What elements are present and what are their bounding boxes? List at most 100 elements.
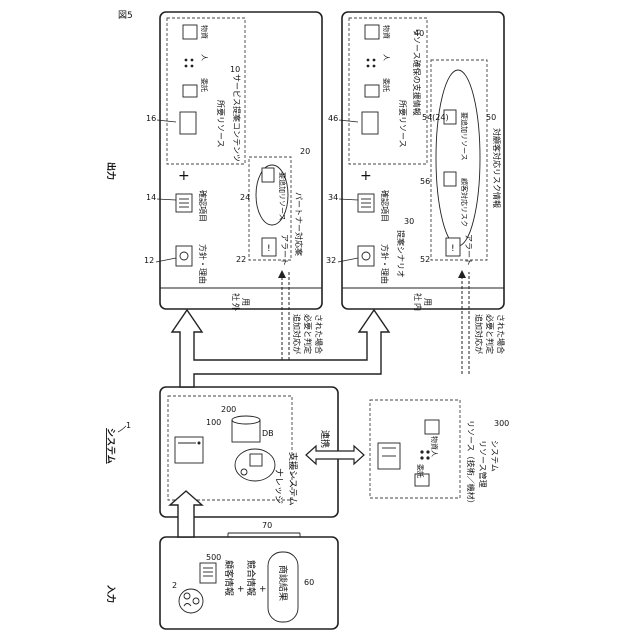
lead-system [118,426,126,432]
ext-partner-plan: パートナー対応案 [294,192,304,256]
int-policy-icon [358,246,374,266]
ref-rms: 300 [494,419,509,428]
ext-alert-icon: ! [262,238,276,256]
int-consign: 委託 [382,78,391,92]
ref-input-group: 70 [262,521,272,530]
system-label: システム [105,428,116,464]
person-icon [420,450,429,459]
ref-c54: 54(24) [422,113,449,122]
int-alert-icon: ! [446,238,460,256]
nego-result: 商談結果 [277,565,289,601]
ext-note-1: 追加対応が [292,314,302,354]
knowledge-title-1: ナレッジ [273,468,284,504]
input-label: 入力 [105,584,117,603]
ref-c46: 46 [328,114,338,123]
int-risk-icon [444,172,456,186]
ext-consign: 委託 [200,78,209,92]
system-to-output-arrow [172,310,389,387]
ext-note-3: された場合 [314,314,324,354]
int-risk-bubble [436,70,480,246]
int-check-icon [358,194,374,212]
input-plus-1: + [235,585,245,593]
input-plus-2: + [257,585,267,593]
customer-info: 顧客情報 [223,560,235,596]
knowledge-title-2: 支援システム [287,452,299,506]
int-tag-3: 用 [423,298,432,306]
output-label: 出力 [105,162,117,180]
ref-nego: 60 [304,578,314,587]
rm-goods: 物資 [430,436,439,450]
customer-icon [179,589,203,613]
ext-check-icon [176,194,192,212]
int-person: 人 [382,54,390,61]
int-tag-1: 社 [413,293,423,301]
ext-check: 確認項目 [198,190,208,222]
ext-goods: 物資 [200,25,209,39]
ref-c22: 22 [236,255,246,264]
ref-c50: 50 [486,113,496,122]
resource-server-icon [378,443,400,469]
rm-consign: 委託 [416,464,425,478]
ext-alert: アラート [280,234,289,266]
ext-add-resource: 要追加リソース [278,172,287,221]
int-policy: 方針・理由 [380,244,390,284]
ref-c14: 14 [146,193,156,202]
ref-document: 500 [206,553,221,562]
int-support-info: リソース確保の支援情報 [412,28,422,116]
int-scenario: 提案シナリオ [396,230,406,278]
ref-system: 1 [126,421,131,430]
ext-service-content: サービス提案コンテンツ [232,74,242,162]
knowledge-icon [235,449,275,481]
document-icon [200,563,216,583]
link-label: 連携 [319,430,331,448]
ext-tag-2: 外 [231,303,241,311]
svg-text:!: ! [451,244,455,254]
db-icon [232,416,260,442]
int-tag-2: 内 [413,303,423,311]
svg-text:!: ! [267,244,271,254]
db-label: DB [262,429,274,438]
ext-plus: + [178,168,190,184]
competitor-info: 競合情報 [245,560,257,596]
goods-icon [425,420,439,434]
ext-tag-1: 社 [231,293,241,301]
ref-c30: 30 [404,217,414,226]
int-resource-label: 所要リソース [398,100,408,148]
int-plus: + [360,168,372,184]
int-risk: 顧客対応リスク [460,178,469,227]
ext-note-2: 必要と判定 [303,314,313,354]
figure-label: 図5 [118,10,133,21]
int-add-resource: 要追加リソース [460,112,469,161]
int-note-3: された場合 [496,314,506,354]
ref-c16: 16 [146,114,156,123]
ext-policy-icon [176,246,192,266]
ext-add-resource-icon [262,168,274,182]
rm-title-2: リソース管理 [478,440,488,488]
int-risk-info: 対顧客対応リスク情報 [492,128,502,208]
ref-db: 200 [221,405,236,414]
ext-resource-label: 所要リソース [216,100,226,148]
ext-person: 人 [200,54,208,61]
rm-person: 人 [430,450,438,457]
ref-c56: 56 [420,177,430,186]
int-check: 確認項目 [380,190,390,222]
ref-customer: 2 [172,581,177,590]
ref-c20: 20 [300,147,310,156]
ref-c12: 12 [144,256,154,265]
ext-policy: 方針・理由 [198,244,208,284]
ref-c34: 34 [328,193,338,202]
int-alert: アラート [464,234,473,266]
ref-c40: 40 [414,29,424,38]
ref-c24: 24 [240,193,250,202]
rm-title-1: リソース（技術／機材） [466,420,476,508]
ref-c52: 52 [420,255,430,264]
ref-c10: 10 [230,65,240,74]
int-note-2: 必要と判定 [485,314,495,354]
server-icon [175,437,203,463]
rm-title-3: システム [490,440,499,472]
int-note-1: 追加対応が [474,314,484,354]
ref-server: 100 [206,418,221,427]
int-goods: 物資 [382,25,391,39]
ref-c32: 32 [326,256,336,265]
